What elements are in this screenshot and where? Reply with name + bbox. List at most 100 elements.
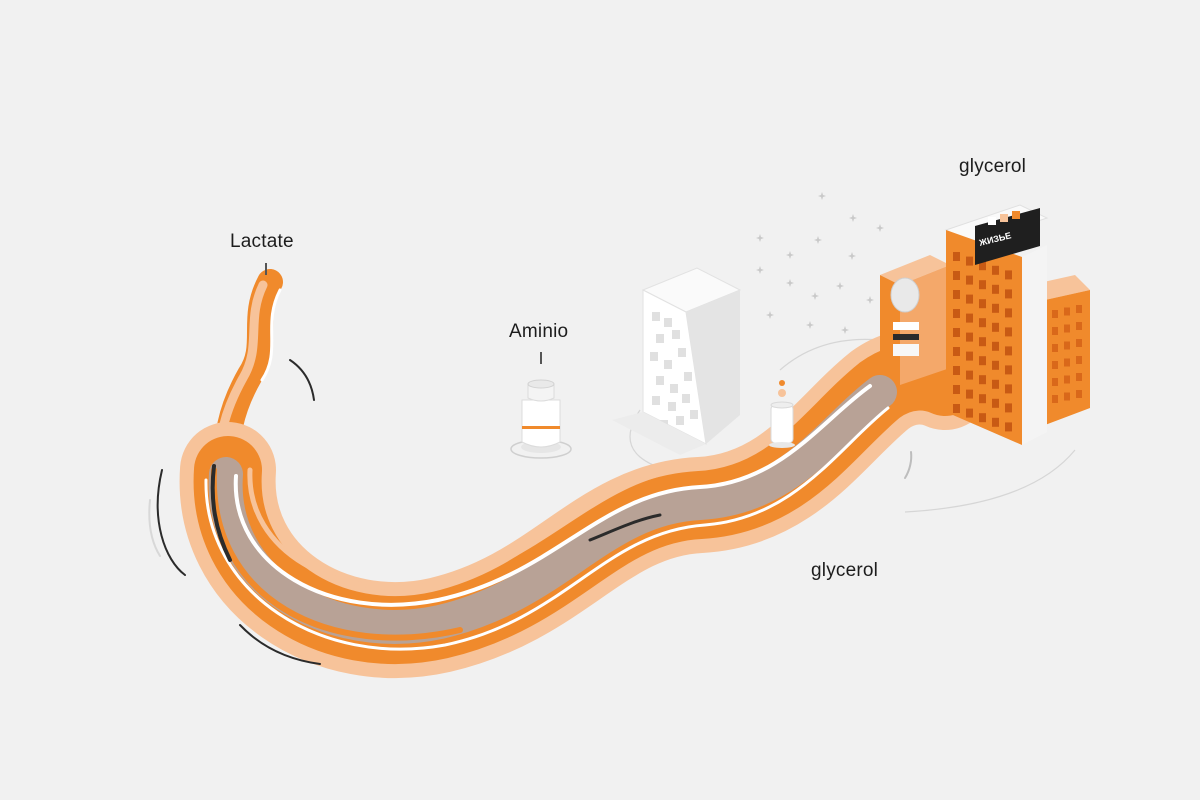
- sparkle: [841, 326, 849, 334]
- window: [966, 370, 973, 380]
- window: [650, 352, 658, 361]
- window: [992, 341, 999, 351]
- window: [1064, 324, 1070, 333]
- window: [992, 265, 999, 275]
- window: [966, 256, 973, 266]
- window: [953, 366, 960, 375]
- window: [656, 376, 664, 385]
- window: [966, 294, 973, 304]
- window: [1052, 378, 1058, 386]
- window: [1005, 384, 1012, 394]
- window: [953, 271, 960, 280]
- window: [979, 413, 986, 423]
- window: [953, 385, 960, 394]
- window: [684, 372, 692, 381]
- window: [1005, 270, 1012, 280]
- window: [992, 360, 999, 370]
- window: [979, 356, 986, 366]
- window: [1005, 308, 1012, 318]
- window: [678, 348, 686, 357]
- sparkle: [814, 236, 822, 244]
- sparkle: [766, 311, 774, 319]
- stream-icon: [148, 269, 993, 678]
- window: [1052, 361, 1058, 369]
- sparkle: [848, 252, 856, 260]
- sparkle: [756, 266, 764, 274]
- window: [690, 410, 698, 419]
- sparkle: [818, 192, 826, 200]
- amino-pointer: [540, 352, 542, 364]
- window: [1076, 356, 1082, 364]
- window: [979, 280, 986, 290]
- window: [1005, 403, 1012, 413]
- window: [1076, 339, 1082, 347]
- small-jar-icon: [769, 380, 795, 448]
- sparkle: [786, 251, 794, 259]
- window: [652, 312, 660, 321]
- window: [652, 396, 660, 405]
- window: [953, 309, 960, 318]
- window: [992, 322, 999, 332]
- window: [1076, 322, 1082, 330]
- window: [676, 416, 684, 425]
- window: [1076, 390, 1082, 398]
- sparkle: [849, 214, 857, 222]
- window: [656, 334, 664, 343]
- window: [668, 402, 676, 411]
- vial-icon: [510, 379, 572, 459]
- window: [1064, 358, 1070, 367]
- window: [992, 398, 999, 408]
- window: [1005, 346, 1012, 356]
- amino-label: Aminio: [509, 321, 569, 342]
- window: [966, 389, 973, 399]
- lactate-pointer: [265, 263, 267, 275]
- window: [670, 384, 678, 393]
- window: [664, 318, 672, 327]
- window: [979, 375, 986, 385]
- window: [953, 404, 960, 413]
- window: [1052, 344, 1058, 352]
- window: [1052, 327, 1058, 335]
- rooftop-sign: ЖИЗЬЕ: [975, 208, 1040, 265]
- window: [992, 303, 999, 313]
- glycerol-bottom-label: glycerol: [811, 560, 879, 581]
- window: [979, 299, 986, 309]
- window: [1005, 422, 1012, 432]
- window: [1064, 392, 1070, 401]
- window: [682, 394, 690, 403]
- window: [953, 347, 960, 356]
- window: [953, 328, 960, 337]
- window: [664, 360, 672, 369]
- window: [992, 284, 999, 294]
- window: [1005, 365, 1012, 375]
- window: [1005, 327, 1012, 337]
- window: [966, 351, 973, 361]
- window: [953, 290, 960, 299]
- glycerol-top-label: glycerol: [959, 156, 1027, 177]
- sparkle: [866, 296, 874, 304]
- window: [953, 252, 960, 261]
- sparkle: [786, 279, 794, 287]
- window: [1064, 307, 1070, 316]
- window: [1064, 341, 1070, 350]
- sparkle: [811, 292, 819, 300]
- sparkle: [836, 282, 844, 290]
- window: [1052, 395, 1058, 403]
- sparkle-icon: [756, 192, 884, 334]
- window: [966, 408, 973, 418]
- sparkle: [756, 234, 764, 242]
- window: [1076, 305, 1082, 313]
- window: [966, 313, 973, 323]
- window: [1005, 289, 1012, 299]
- sparkle: [806, 321, 814, 329]
- window: [1052, 310, 1058, 318]
- window: [992, 417, 999, 427]
- sparkle: [876, 224, 884, 232]
- window: [979, 394, 986, 404]
- window: [672, 330, 680, 339]
- window: [966, 275, 973, 285]
- white-building-icon: [612, 267, 742, 455]
- window: [979, 261, 986, 271]
- window: [1064, 375, 1070, 384]
